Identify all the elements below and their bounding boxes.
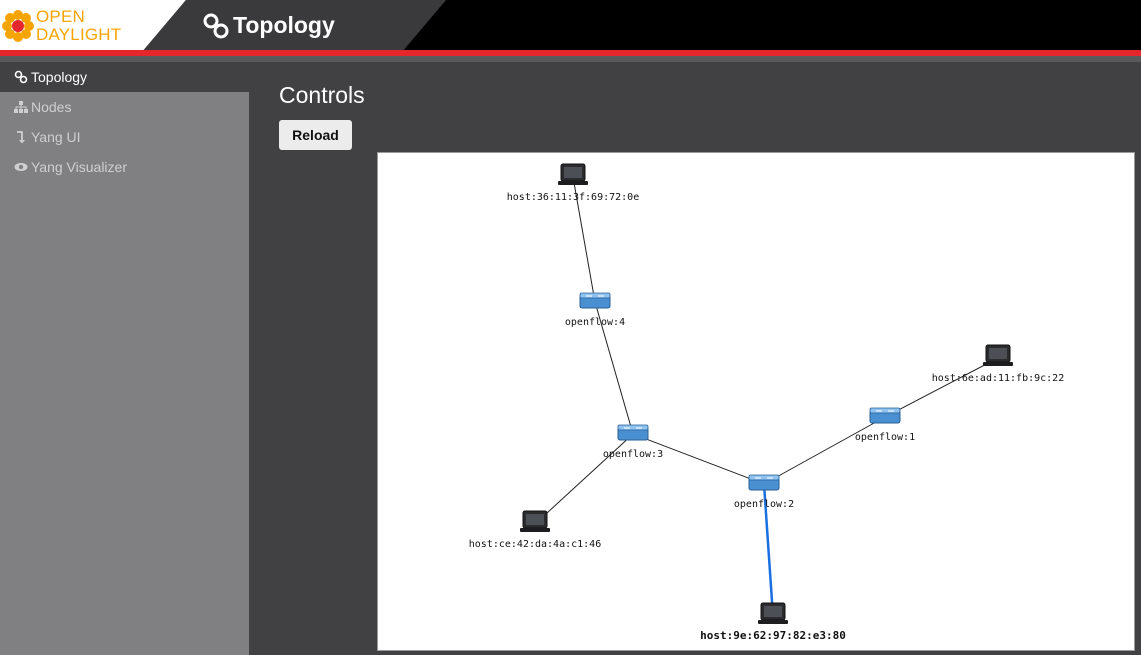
sitemap-icon [14,101,28,113]
host-base [520,528,550,532]
switch-node[interactable]: openflow:4 [565,292,625,328]
node-label: openflow:4 [565,317,625,328]
sidebar-item-nodes[interactable]: Nodes [0,92,249,122]
opendaylight-logo-icon [2,10,34,42]
topology-link[interactable] [594,301,634,435]
switch-icon-top [617,424,649,431]
host-node[interactable]: host:ce:42:da:4a:c1:46 [469,510,601,550]
sidebar-item-label: Nodes [31,99,72,115]
sidebar-item-yang-ui[interactable]: Yang UI [0,122,249,152]
topology-link[interactable] [534,433,634,525]
topology-link[interactable] [763,416,886,485]
node-label: openflow:1 [855,432,915,443]
host-node[interactable]: host:36:11:3f:69:72:0e [507,163,639,203]
switch-node[interactable]: openflow:1 [855,407,915,443]
app-header: OPEN DAYLIGHT Topology [0,0,1141,52]
host-screen-glass [564,167,582,178]
sidebar-item-label: Yang UI [31,129,81,145]
logo-line-daylight: DAYLIGHT [36,25,122,44]
host-base [983,362,1013,366]
link-icon [14,70,28,84]
arrow-down-turn-icon [17,131,25,144]
switch-node[interactable]: openflow:2 [734,474,794,510]
topology-link-icon [203,13,229,39]
host-node[interactable]: host:6e:ad:11:fb:9c:22 [932,344,1064,384]
logo-line-open: OPEN [36,7,85,26]
topology-link[interactable] [762,483,775,617]
topology-link[interactable] [884,357,999,418]
host-node[interactable]: host:9e:62:97:82:e3:80 [700,602,846,642]
header-divider [0,56,1141,62]
switch-node[interactable]: openflow:3 [603,424,663,460]
page-title: Topology [233,12,335,38]
sidebar-item-label: Topology [31,69,88,85]
node-label: host:6e:ad:11:fb:9c:22 [932,373,1064,384]
host-screen-glass [989,348,1007,359]
topology-canvas[interactable]: host:36:11:3f:69:72:0e openflow:4 openflow… [377,152,1135,651]
logo-text: OPEN DAYLIGHT [36,8,121,44]
sidebar-item-topology[interactable]: Topology [0,62,249,92]
eye-icon [14,163,28,171]
header-background [0,0,446,52]
header-accent-bar [0,50,1141,56]
switch-icon-top [869,407,901,414]
node-label: openflow:2 [734,499,794,510]
reload-button[interactable]: Reload [279,120,352,150]
switch-icon-top [748,474,780,481]
topology-graph[interactable]: host:36:11:3f:69:72:0e openflow:4 openflow… [378,153,1134,650]
node-label: host:ce:42:da:4a:c1:46 [469,539,601,550]
topology-link[interactable] [632,433,765,485]
switch-icon-top [579,292,611,299]
host-base [758,620,788,624]
host-base [558,181,588,185]
node-label: host:36:11:3f:69:72:0e [507,192,639,203]
sidebar: Topology Nodes Yang UI Yang Visualizer [0,62,249,655]
topology-link[interactable] [572,176,596,303]
controls-heading: Controls [279,82,365,108]
host-screen-glass [526,514,544,525]
host-screen-glass [764,606,782,617]
node-label: openflow:3 [603,449,663,460]
node-label: host:9e:62:97:82:e3:80 [700,629,846,642]
sidebar-item-label: Yang Visualizer [31,159,127,175]
sidebar-item-yang-visualizer[interactable]: Yang Visualizer [0,152,249,182]
